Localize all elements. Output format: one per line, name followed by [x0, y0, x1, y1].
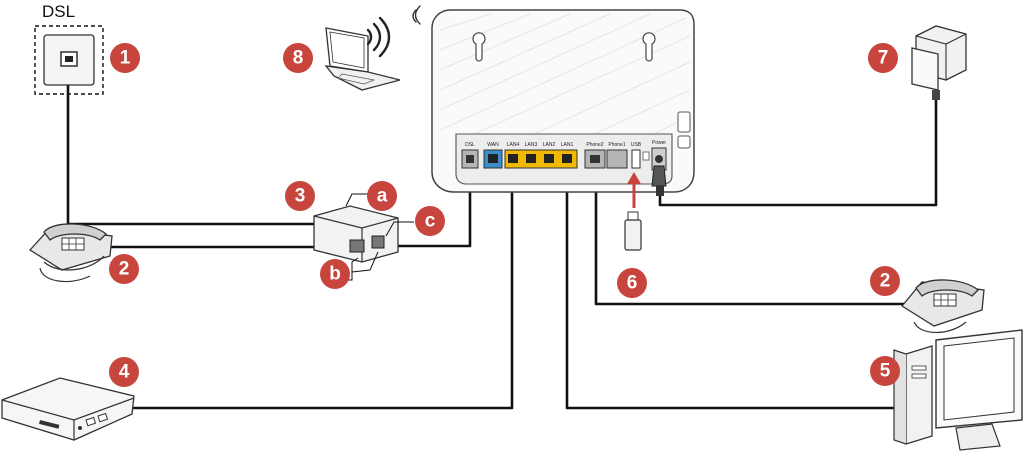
power-adapter-icon: [911, 25, 967, 100]
wifi-icon: [366, 16, 391, 58]
port-label-lan1: LAN1: [561, 142, 574, 148]
svg-text:7: 7: [878, 48, 889, 69]
badge-4: 4: [109, 357, 139, 387]
badge-1: 1: [110, 43, 140, 73]
badge-6: 6: [617, 268, 647, 298]
cable-phone2-to-telephone: [594, 170, 914, 306]
badge-a: a: [367, 181, 397, 211]
badge-8: 8: [283, 43, 313, 73]
svg-text:a: a: [377, 186, 388, 207]
cable-lan4-to-stb: [130, 170, 514, 410]
desktop-computer-icon: [893, 329, 1023, 451]
svg-text:1: 1: [120, 48, 131, 69]
svg-text:3: 3: [295, 186, 306, 207]
port-label-usb: USB: [631, 142, 642, 148]
port-label-wan: WAN: [487, 142, 499, 148]
badge-3: 3: [285, 181, 315, 211]
port-label-phone2: Phone2: [586, 142, 603, 148]
router-ports: [461, 147, 667, 171]
badge-2-left: 2: [109, 254, 139, 284]
port-usb: [631, 149, 641, 169]
svg-text:2: 2: [119, 259, 130, 280]
wifi-icon-router: [412, 5, 421, 25]
port-label-lan2: LAN2: [543, 142, 556, 148]
port-phone1: [606, 149, 628, 169]
badge-c: c: [415, 206, 445, 236]
telephone-icon-right: [901, 279, 985, 333]
telephone-icon: [28, 223, 113, 283]
power-plug-icon: [651, 165, 667, 196]
set-top-box-icon: [1, 377, 135, 441]
svg-text:8: 8: [293, 48, 304, 69]
usb-stick-icon: [624, 211, 642, 251]
port-lan-block: [504, 149, 578, 169]
port-label-lan3: LAN3: [525, 142, 538, 148]
dsl-title: DSL: [42, 2, 75, 21]
cable-wall-to-splitter: [66, 68, 318, 226]
svg-text:2: 2: [880, 271, 891, 292]
port-label-phone1: Phone1: [608, 142, 625, 148]
port-label-lan4: LAN4: [507, 142, 520, 148]
svg-text:c: c: [425, 211, 436, 232]
cable-lan1-to-pc: [565, 170, 906, 410]
port-label-dsl: DSL: [465, 142, 475, 148]
splitter-icon: [313, 205, 399, 263]
port-labels: DSL WAN LAN4 LAN3 LAN2 LAN1 Phone2 Phone…: [465, 140, 666, 148]
svg-text:5: 5: [880, 361, 891, 382]
badge-2-right: 2: [870, 266, 900, 296]
usb-arrow: [627, 172, 641, 208]
svg-text:b: b: [329, 264, 341, 285]
badge-7: 7: [868, 43, 898, 73]
cable-splitter-to-dsl: [390, 170, 472, 248]
cable-power-to-adapter: [658, 100, 938, 207]
svg-text:4: 4: [119, 362, 130, 383]
laptop-icon: [324, 27, 401, 91]
wall-socket-icon: [34, 25, 104, 95]
svg-text:6: 6: [627, 273, 638, 294]
port-label-power: Power: [652, 140, 667, 146]
badge-5: 5: [870, 356, 900, 386]
badge-b: b: [320, 259, 350, 289]
